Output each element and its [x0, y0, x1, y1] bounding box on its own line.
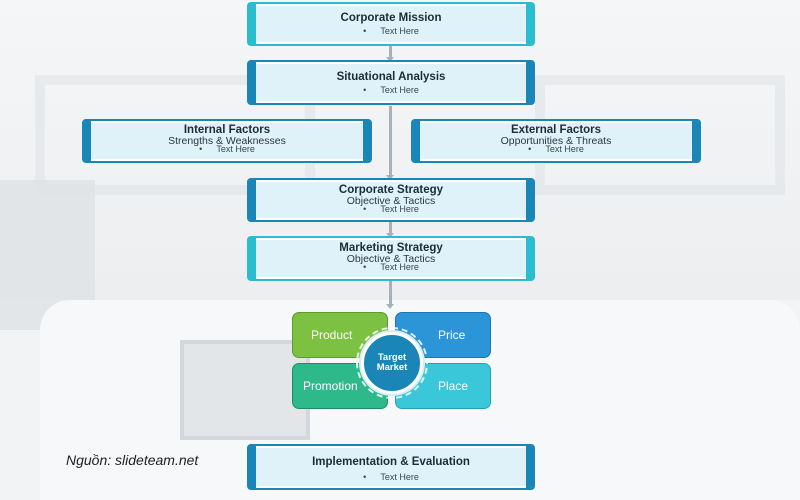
situational-analysis-box[interactable]: Situational Analysis Text Here: [247, 60, 535, 105]
connector-situational-corporate: [386, 106, 394, 180]
connector-marketing-mix: [386, 281, 394, 309]
implementation-evaluation-box[interactable]: Implementation & Evaluation Text Here: [247, 444, 535, 490]
product-quadrant[interactable]: Product: [292, 312, 388, 358]
marketing-strategy-bullet: Text Here: [249, 262, 533, 272]
corporate-mission-bullet: Text Here: [249, 26, 533, 36]
internal-factors-bullet: Text Here: [84, 144, 370, 154]
corporate-strategy-bullet: Text Here: [249, 204, 533, 214]
corporate-strategy-box[interactable]: Corporate Strategy Objective & Tactics T…: [247, 178, 535, 222]
corporate-mission-title: Corporate Mission: [340, 12, 442, 24]
price-label: Price: [438, 328, 466, 342]
external-factors-box[interactable]: External Factors Opportunities & Threats…: [411, 119, 701, 163]
corporate-strategy-subtitle: Objective & Tactics: [346, 195, 436, 207]
connector-mission-situational: [386, 46, 394, 62]
background-laptop: [180, 340, 310, 440]
source-caption: Nguồn: slideteam.net: [66, 452, 199, 468]
internal-factors-title: Internal Factors: [183, 124, 271, 136]
implementation-evaluation-title: Implementation & Evaluation: [312, 456, 470, 468]
internal-factors-box[interactable]: Internal Factors Strengths & Weaknesses …: [82, 119, 372, 163]
cycle-arrows-icon: [356, 327, 428, 399]
situational-analysis-bullet: Text Here: [249, 85, 533, 95]
marketing-strategy-box[interactable]: Marketing Strategy Objective & Tactics T…: [247, 236, 535, 281]
marketing-strategy-title: Marketing Strategy: [339, 242, 443, 254]
product-label: Product: [311, 328, 353, 342]
marketing-strategy-subtitle: Objective & Tactics: [346, 253, 436, 265]
corporate-mission-box[interactable]: Corporate Mission Text Here: [247, 2, 535, 46]
situational-analysis-title: Situational Analysis: [336, 71, 446, 83]
internal-factors-subtitle: Strengths & Weaknesses: [168, 135, 286, 147]
external-factors-title: External Factors: [510, 124, 602, 136]
implementation-evaluation-bullet: Text Here: [249, 472, 533, 482]
place-label: Place: [438, 379, 469, 393]
promotion-label: Promotion: [303, 379, 358, 393]
corporate-strategy-title: Corporate Strategy: [338, 184, 444, 196]
connector-corporate-marketing: [386, 222, 394, 238]
external-factors-bullet: Text Here: [413, 144, 699, 154]
external-factors-subtitle: Opportunities & Threats: [500, 135, 612, 147]
